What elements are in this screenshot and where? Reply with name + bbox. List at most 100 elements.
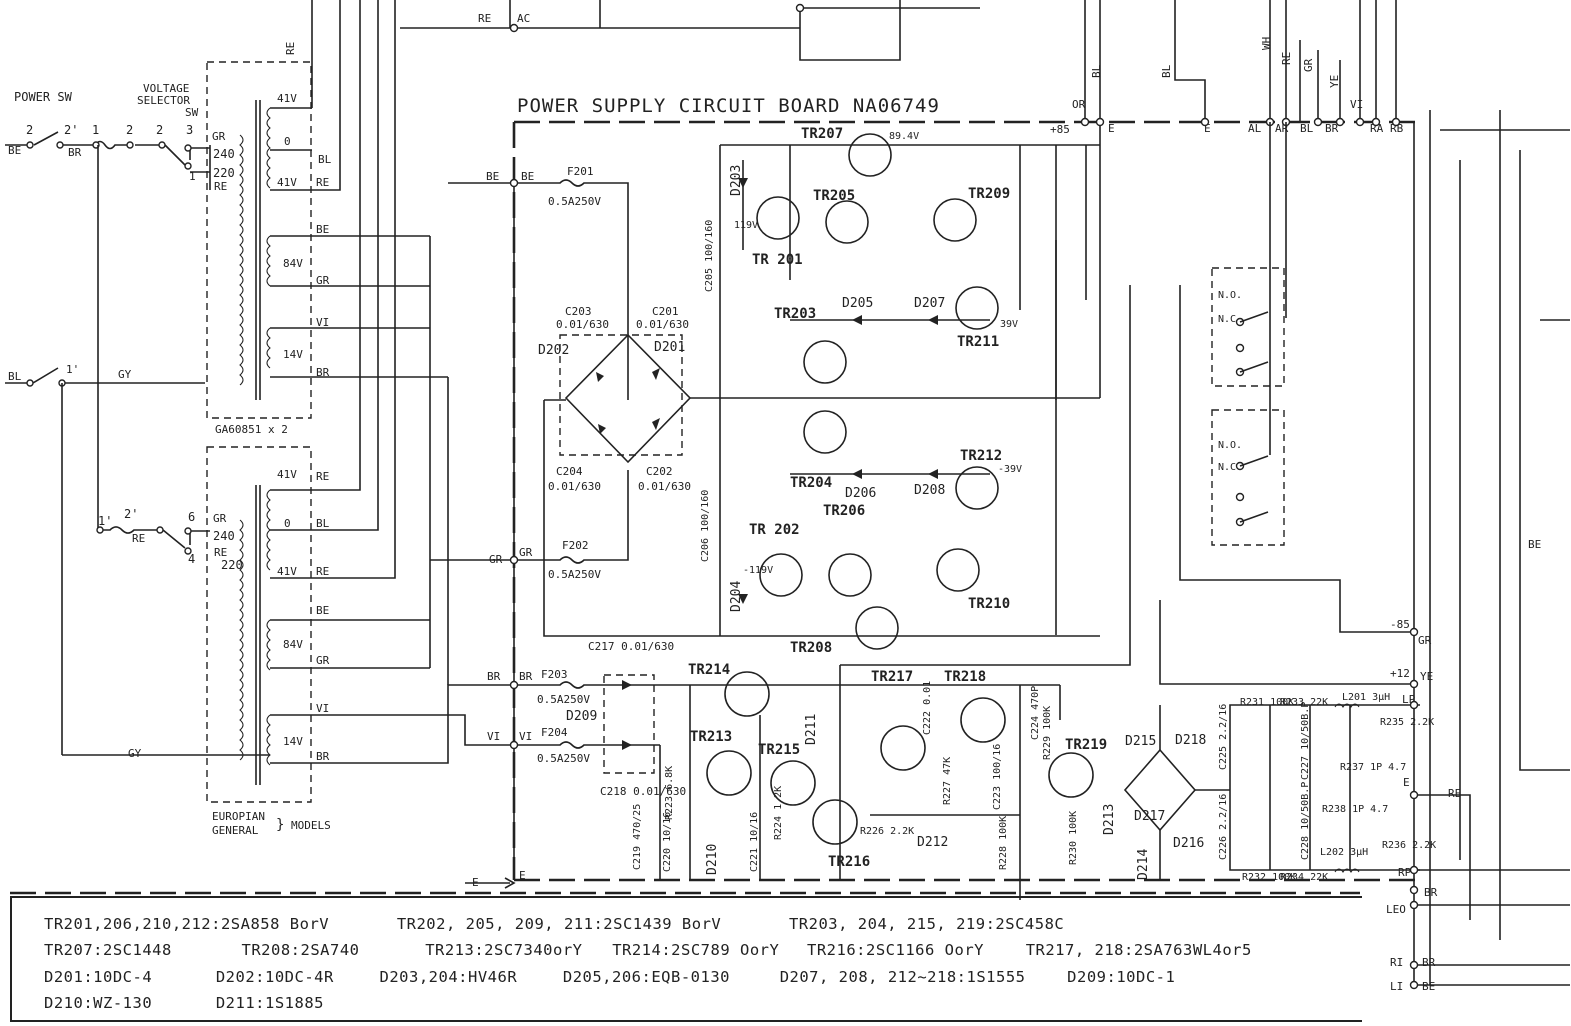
- winding-84v-a: 84V: [283, 257, 303, 270]
- l201-label: L201 3µH: [1342, 692, 1390, 703]
- c222-label: C222 0.01: [922, 681, 933, 735]
- c202-value: 0.01/630: [638, 480, 691, 493]
- tr212-symbol: [955, 466, 999, 510]
- wire-label-re-top: RE: [214, 180, 227, 193]
- tap-240-bottom: 240: [213, 529, 235, 543]
- wire-bl-1: BL: [318, 153, 332, 166]
- r232-label: R232 100K: [1242, 872, 1296, 883]
- f203-ref: F203: [541, 668, 568, 681]
- legend-row-2: TR207:2SC1448 TR208:2SA740 TR213:2SC7340…: [44, 941, 1252, 959]
- d215-label: D215: [1125, 734, 1156, 749]
- term-gr-in: GR: [519, 546, 533, 559]
- tap-220-bottom: 220: [221, 558, 243, 572]
- tr202-symbol: [759, 553, 803, 597]
- d206-label: D206: [845, 486, 876, 501]
- d218-label: D218: [1175, 733, 1206, 748]
- output-bridge: D215 D218 D217 D216 C225 2.2/16 C226 2.2…: [1123, 692, 1436, 883]
- f201-rating: 0.5A250V: [548, 195, 601, 208]
- sw-pin-4: 4: [188, 552, 195, 566]
- models-note-1: EUROPIAN: [212, 810, 265, 823]
- rconn-br: BR: [1424, 886, 1438, 899]
- conn-bl: BL: [1300, 122, 1314, 135]
- d212-label: D212: [917, 835, 948, 850]
- sw-pin-2pp: 2': [124, 507, 138, 521]
- r233-label: R233 22K: [1280, 697, 1328, 708]
- sw-pin-1p-low: 1': [66, 363, 79, 376]
- c223-label: C223 100/16: [992, 744, 1003, 810]
- d210-label: D210: [705, 844, 720, 875]
- models-note-2: GENERAL: [212, 824, 259, 837]
- legend-item: D205,206:EQB-0130: [562, 968, 730, 986]
- legend-item: D202:10DC-4R: [215, 968, 334, 986]
- r230-label: R230 100K: [1068, 811, 1079, 865]
- r227-label: R227 47K: [942, 757, 953, 805]
- tr206-symbol: [828, 553, 872, 597]
- tr208-symbol: [855, 606, 899, 650]
- legend-item: TR207:2SC1448: [44, 941, 172, 959]
- rconn-rp: RP: [1398, 866, 1412, 879]
- c220-label: C220 10/16: [662, 812, 673, 872]
- sw-pin-1: 1: [92, 123, 99, 137]
- v-minus85: -85: [1390, 618, 1410, 631]
- sw-pin-1b: 1: [189, 170, 196, 183]
- voltage-selector-label-2: SELECTOR: [137, 94, 190, 107]
- winding-0-a: 0: [284, 135, 291, 148]
- relay2-nc: N.C.: [1218, 462, 1242, 473]
- tr216-label: TR216: [828, 854, 870, 870]
- d201-label: D201: [654, 340, 685, 355]
- tr203-symbol: [803, 340, 847, 384]
- c204-value: 0.01/630: [548, 480, 601, 493]
- tr214-label: TR214: [688, 662, 730, 678]
- tr219-symbol: [1048, 752, 1094, 798]
- legend-item: TR214:2SC789 OorY: [612, 941, 780, 959]
- tr212-label: TR212: [960, 448, 1002, 464]
- sw-pin-2b: 2: [126, 123, 133, 137]
- tap-220-top: 220: [213, 166, 235, 180]
- term-ac: AC: [517, 12, 530, 25]
- wire-be-2: BE: [316, 604, 329, 617]
- rconn-gr: GR: [1418, 634, 1432, 647]
- r234-label: R234 22K: [1280, 872, 1328, 883]
- legend-item: D207, 208, 212~218:1S1555: [779, 968, 1026, 986]
- wire-label-re-low: RE: [132, 532, 145, 545]
- input-fuses: RE AC BE BE F201 0.5A250V GR GR F202 0.5…: [400, 0, 980, 889]
- rconn-li: LI: [1390, 980, 1403, 993]
- tr216-symbol: [812, 799, 858, 845]
- tr210-label: TR210: [968, 596, 1010, 612]
- d202-label: D202: [538, 343, 569, 358]
- wire-gr-1: GR: [316, 274, 330, 287]
- d203-label: D203: [729, 165, 744, 196]
- c203-value: 0.01/630: [556, 318, 609, 331]
- l202-label: L202 3µH: [1320, 847, 1368, 858]
- c203-label: C203: [565, 305, 592, 318]
- wire-label-re-low2: RE: [214, 546, 227, 559]
- legend-item: D211:1S1885: [215, 994, 324, 1012]
- d209-label: D209: [566, 709, 597, 724]
- transformers: GA60851 x 2 EUROPIAN GENERAL } MODELS 41…: [62, 0, 510, 837]
- c228-label: C228 10/50B.P: [1300, 782, 1311, 860]
- legend-row-3: D201:10DC-4 D202:10DC-4R D203,204:HV46R …: [44, 968, 1175, 986]
- top-wire-wh: WH: [1260, 37, 1273, 50]
- tr217-label: TR217: [871, 669, 913, 685]
- winding-41v-a: 41V: [277, 92, 297, 105]
- rconn-leo: LEO: [1386, 903, 1406, 916]
- winding-14v-a: 14V: [283, 348, 303, 361]
- tr210-symbol: [936, 548, 980, 592]
- term-br: BR: [487, 670, 501, 683]
- v-39: 39V: [1000, 319, 1018, 330]
- tr213-symbol: [706, 750, 752, 796]
- c218-label: C218 0.01/630: [600, 785, 686, 798]
- wire-vi-2: VI: [316, 702, 329, 715]
- tr217-symbol: [880, 725, 926, 771]
- component-legend: TR201,206,210,212:2SA858 BorV TR202, 205…: [10, 896, 1362, 1022]
- f204-rating: 0.5A250V: [537, 752, 590, 765]
- c201-label: C201: [652, 305, 679, 318]
- winding-0-b: 0: [284, 517, 291, 530]
- r224-label: R224 1.2K: [773, 786, 784, 840]
- bridge-rectifier: C203 0.01/630 C201 0.01/630 C204 0.01/63…: [538, 305, 720, 637]
- wire-label-br: BR: [68, 146, 82, 159]
- f201-ref: F201: [567, 165, 594, 178]
- conn-al: AL: [1248, 122, 1262, 135]
- tap-240-top: 240: [213, 147, 235, 161]
